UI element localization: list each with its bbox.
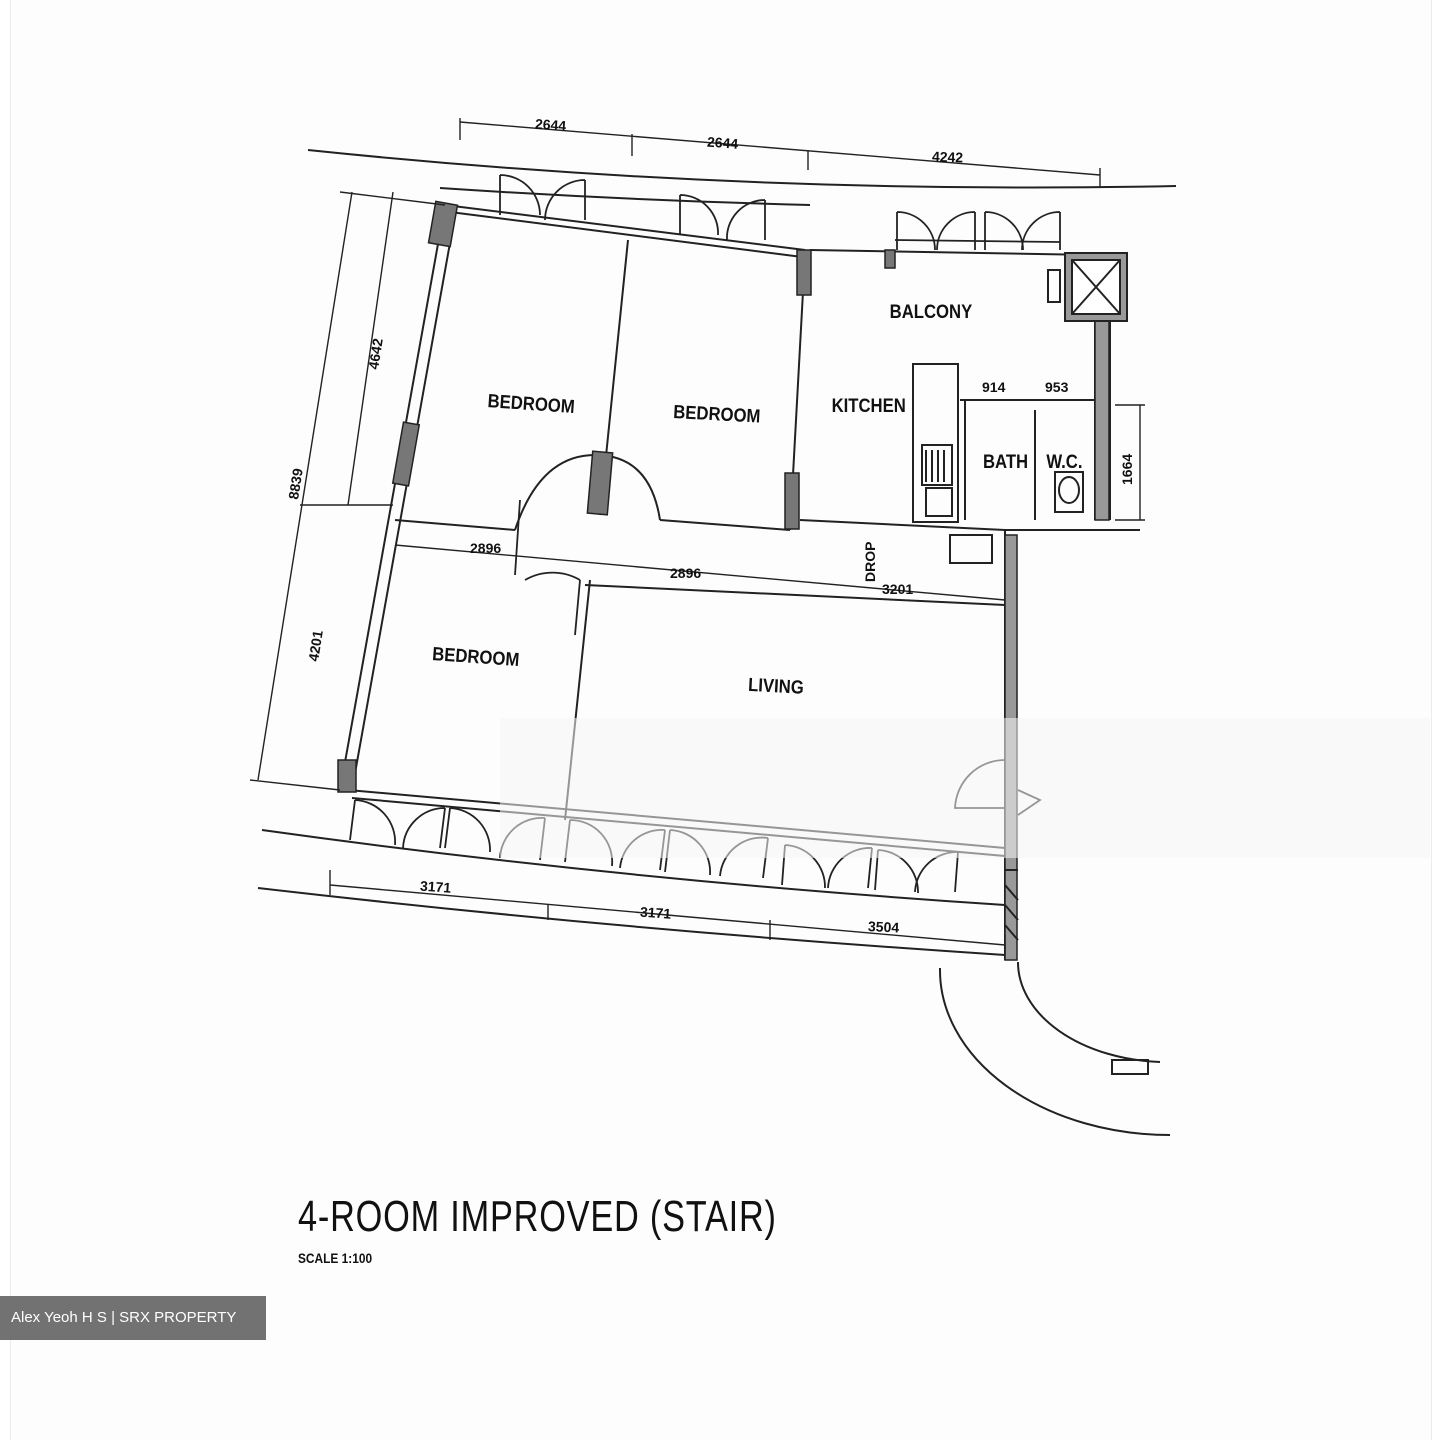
top-facade-line [307, 149, 1177, 189]
column [337, 759, 357, 793]
room-label-bath: BATH [983, 451, 1028, 472]
room-label-balcony: BALCONY [890, 301, 973, 322]
dim-top-2: 2644 [706, 134, 738, 152]
column [796, 249, 812, 296]
top-facade-inner [439, 187, 811, 206]
room-label-living: LIVING [748, 674, 805, 698]
corridor-line [584, 584, 1006, 606]
dim-corridor-2: 2896 [670, 565, 701, 581]
dim-wc-width: 953 [1045, 379, 1069, 395]
stair-core [1064, 252, 1128, 322]
wall-hatch [1094, 319, 1110, 521]
column [427, 200, 459, 248]
label-drop: DROP [862, 542, 878, 582]
dim-corridor-3: 3201 [882, 581, 913, 597]
dim-left-total: 8839 [285, 467, 306, 500]
bottom-facade-line [261, 829, 1006, 906]
corridor-arch [514, 453, 661, 531]
watermark-credit: Alex Yeoh H S | SRX PROPERTY [0, 1296, 266, 1340]
room-label-bedroom-3: BEDROOM [432, 643, 520, 670]
dim-top-3: 4242 [932, 148, 964, 165]
dim-left-lower: 4201 [305, 629, 326, 662]
room-label-wc: W.C. [1046, 451, 1082, 472]
dim-bath-width: 914 [982, 379, 1006, 395]
wall-top-balcony [809, 249, 1096, 256]
wall-left-outer [339, 204, 446, 791]
column [884, 249, 896, 269]
wall-left-inner [351, 214, 456, 791]
dim-corridor-1: 2896 [470, 540, 501, 556]
top-windows [499, 174, 1061, 251]
kitchen-counter [912, 269, 1084, 564]
scan-smudge [500, 718, 1430, 858]
room-label-kitchen: KITCHEN [832, 395, 906, 416]
wall-bedroom3-top [394, 519, 516, 531]
plan-title: 4-ROOM IMPROVED (STAIR) [298, 1192, 777, 1241]
wall-top-bedrooms-inner [449, 211, 811, 259]
dim-bottom-3: 3504 [868, 918, 900, 936]
dim-left-upper: 4642 [365, 337, 386, 370]
bottom-facade-outer [257, 887, 1006, 956]
column [784, 472, 800, 530]
dim-top-1: 2644 [534, 116, 566, 134]
dim-bottom-1: 3171 [419, 878, 451, 896]
room-label-bedroom-2: BEDROOM [673, 401, 761, 427]
dim-wc-depth: 1664 [1119, 454, 1135, 485]
room-label-bedroom-1: BEDROOM [487, 390, 575, 417]
wall-bedroom2-bottom [659, 519, 791, 531]
dimension-lines [249, 118, 1145, 955]
plan-scale: SCALE 1:100 [298, 1250, 373, 1266]
column [391, 421, 421, 487]
stair-curve [938, 869, 1171, 1136]
dim-bottom-2: 3171 [639, 904, 671, 922]
wall-top-bedrooms [444, 204, 806, 251]
wall-kitchen-bottom [799, 519, 1006, 531]
column [586, 450, 614, 516]
